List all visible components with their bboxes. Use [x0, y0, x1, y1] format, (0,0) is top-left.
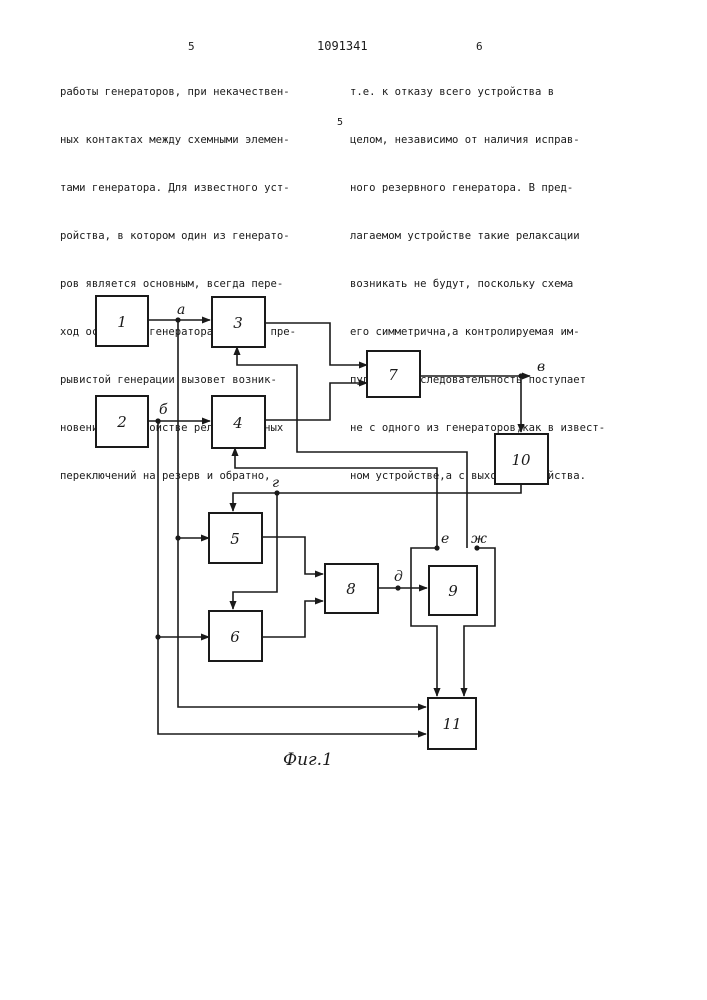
block-4: 4 — [212, 396, 265, 448]
junction-d — [395, 585, 400, 590]
block-6-label: 6 — [230, 628, 240, 646]
wire-3-to-7 — [265, 323, 367, 365]
junction-b — [155, 418, 160, 423]
signal-label-d: д — [394, 569, 403, 585]
block-3: 3 — [212, 297, 265, 347]
wire-4-to-7 — [265, 383, 367, 420]
signal-label-zh: ж — [471, 531, 487, 547]
wire-5-to-8 — [262, 537, 323, 574]
block-3-label: 3 — [233, 314, 243, 332]
block-6: 6 — [209, 611, 262, 661]
signal-label-v: в — [537, 359, 545, 375]
block-9-label: 9 — [448, 582, 458, 600]
wire-e-to-3 — [237, 347, 467, 548]
block-5: 5 — [209, 513, 262, 563]
signal-label-g: г — [272, 475, 279, 491]
block-9: 9 — [429, 566, 477, 615]
block-11: 11 — [428, 698, 476, 749]
block-11-label: 11 — [442, 715, 461, 733]
wire-e-to-4 — [235, 448, 437, 548]
block-8-label: 8 — [346, 580, 356, 598]
block-2-label: 2 — [116, 413, 127, 431]
block-7: 7 — [367, 351, 420, 397]
junction-a — [175, 317, 180, 322]
signal-label-e: е — [441, 531, 449, 547]
block-2: 2 — [96, 396, 148, 447]
block-5-label: 5 — [230, 530, 240, 548]
signal-label-a: а — [177, 302, 185, 318]
block-7-label: 7 — [388, 366, 398, 384]
signal-label-b: б — [159, 402, 168, 418]
figure-caption: Фиг.1 — [283, 750, 333, 770]
block-8: 8 — [325, 564, 378, 613]
block-10: 10 — [495, 434, 548, 484]
block-1: 1 — [96, 296, 148, 346]
junction-b-lower — [155, 634, 160, 639]
junction-a-lower — [175, 535, 180, 540]
junction-e — [434, 545, 439, 550]
connection-lines — [148, 320, 530, 734]
junction-v — [518, 373, 523, 378]
wire-6-to-8 — [262, 601, 323, 637]
junction-g — [274, 490, 279, 495]
block-4-label: 4 — [232, 414, 243, 432]
block-10-label: 10 — [511, 451, 531, 469]
block-1-label: 1 — [117, 313, 127, 331]
